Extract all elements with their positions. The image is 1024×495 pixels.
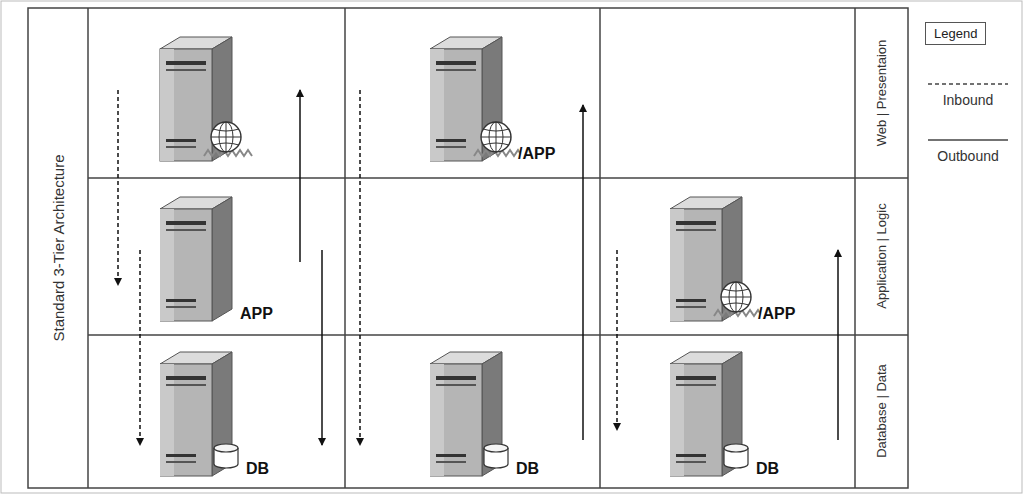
server-label: /APP bbox=[758, 305, 795, 323]
web-server-icon bbox=[160, 37, 252, 161]
legend-box: Legend bbox=[925, 22, 986, 45]
server-tower bbox=[160, 195, 250, 323]
diagram-title: Standard 3-Tier Architecture bbox=[50, 154, 67, 341]
tier-label: Database | Data bbox=[874, 364, 889, 458]
server-label: DB bbox=[246, 460, 269, 478]
legend-samples bbox=[928, 84, 1008, 140]
server-node: APP bbox=[160, 195, 277, 323]
server-tower bbox=[670, 195, 760, 323]
server-tower bbox=[160, 350, 250, 478]
server-label: /APP bbox=[518, 145, 555, 163]
server-node: /APP bbox=[670, 195, 800, 323]
server-tower bbox=[670, 350, 760, 478]
server-node: /APP bbox=[430, 35, 560, 163]
server-node: DB bbox=[430, 350, 544, 478]
server-tower bbox=[430, 350, 520, 478]
tier-label: Web | Presentaion bbox=[874, 40, 889, 146]
tier-label: Application | Logic bbox=[874, 203, 889, 308]
server-label: DB bbox=[516, 460, 539, 478]
legend-text: Outbound bbox=[937, 148, 999, 164]
server-label: APP bbox=[240, 305, 273, 323]
legend-heading: Legend bbox=[934, 26, 977, 41]
server-tower bbox=[430, 35, 520, 163]
server-node: DB bbox=[160, 350, 274, 478]
server-node: DB bbox=[670, 350, 784, 478]
server-label: DB bbox=[756, 460, 779, 478]
legend-text: Inbound bbox=[943, 92, 994, 108]
tier-grid bbox=[28, 8, 908, 488]
